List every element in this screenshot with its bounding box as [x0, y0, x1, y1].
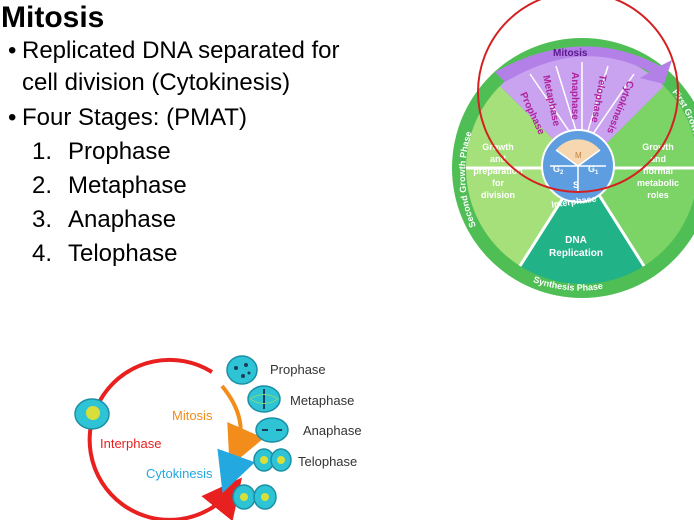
stage-number: 4.	[32, 240, 53, 267]
left-text-2: and	[490, 154, 506, 164]
left-text-4: for	[492, 178, 504, 188]
stage-number: 1.	[32, 138, 53, 165]
left-text-3: preparation	[473, 166, 523, 176]
cell-cycle-wheel: Mitosis Prophase Metaphase Anaphase Telo…	[452, 0, 694, 298]
bullet-replicated: •Replicated DNA separated for	[8, 35, 340, 67]
stage-label: Metaphase	[68, 172, 187, 199]
stage-item-3: 3. Anaphase	[32, 203, 176, 237]
mitosis-arrow-label: Mitosis	[553, 48, 588, 59]
stage-label: Telophase	[68, 240, 178, 267]
bullet-text: Four Stages: (PMAT)	[22, 104, 247, 131]
interphase-arrow	[87, 357, 243, 520]
prophase-cell	[226, 355, 258, 385]
bullet-dot: •	[8, 104, 17, 131]
m-label: M	[575, 151, 582, 160]
right-text-1: Growth	[642, 142, 674, 152]
cytokinesis-arrow	[217, 448, 255, 494]
mitosis-arrow	[495, 46, 672, 84]
wheel-phase-anaphase: Anaphase	[569, 72, 580, 120]
small-cycle-diagram: Interphase Mitosis Cytokinesis Prophase …	[74, 355, 362, 520]
stage-item-2: 2. Metaphase	[32, 169, 187, 203]
left-text-1: Growth	[482, 142, 514, 152]
right-text-3: normal	[643, 166, 673, 176]
mitosis-label: Mitosis	[172, 408, 213, 423]
anaphase-cell	[255, 417, 289, 443]
sector-dna	[520, 168, 644, 284]
interphase-label: Interphase	[100, 436, 161, 451]
dna-text-2: Replication	[549, 248, 603, 259]
stage-item-1: 1. Prophase	[32, 135, 171, 169]
small-stage-anaphase: Anaphase	[303, 423, 362, 438]
cytokinesis-label: Cytokinesis	[146, 466, 213, 481]
small-stage-metaphase: Metaphase	[290, 393, 354, 408]
right-text-2: and	[650, 154, 666, 164]
stage-item-4: 4. Telophase	[32, 237, 177, 271]
interphase-nucleus	[86, 406, 100, 420]
left-text-5: division	[481, 190, 515, 200]
m-wedge	[556, 139, 600, 166]
stage-label: Anaphase	[68, 206, 177, 233]
bullet-four-stages: •Four Stages: (PMAT)	[8, 102, 247, 134]
small-stage-telophase: Telophase	[298, 454, 357, 469]
stage-number: 3.	[32, 206, 53, 233]
right-text-4: metabolic	[637, 178, 679, 188]
slide-title: Mitosis	[1, 1, 105, 34]
s-label: S	[573, 180, 579, 190]
g1-label: G1	[588, 164, 599, 176]
stage-label: Prophase	[68, 138, 171, 165]
mitosis-arrow	[220, 384, 264, 467]
sector-growth-right	[582, 168, 694, 266]
bullet-text: Replicated DNA separated for	[22, 37, 340, 64]
g2-label: G2	[553, 164, 564, 176]
dna-text-1: DNA	[565, 235, 587, 246]
small-stage-prophase: Prophase	[270, 362, 326, 377]
highlight-circle	[477, 0, 679, 193]
bullet-dot: •	[8, 37, 17, 64]
bullet-continuation: cell division (Cytokinesis)	[22, 69, 291, 96]
right-text-5: roles	[647, 190, 669, 200]
stage-number: 2.	[32, 172, 53, 199]
